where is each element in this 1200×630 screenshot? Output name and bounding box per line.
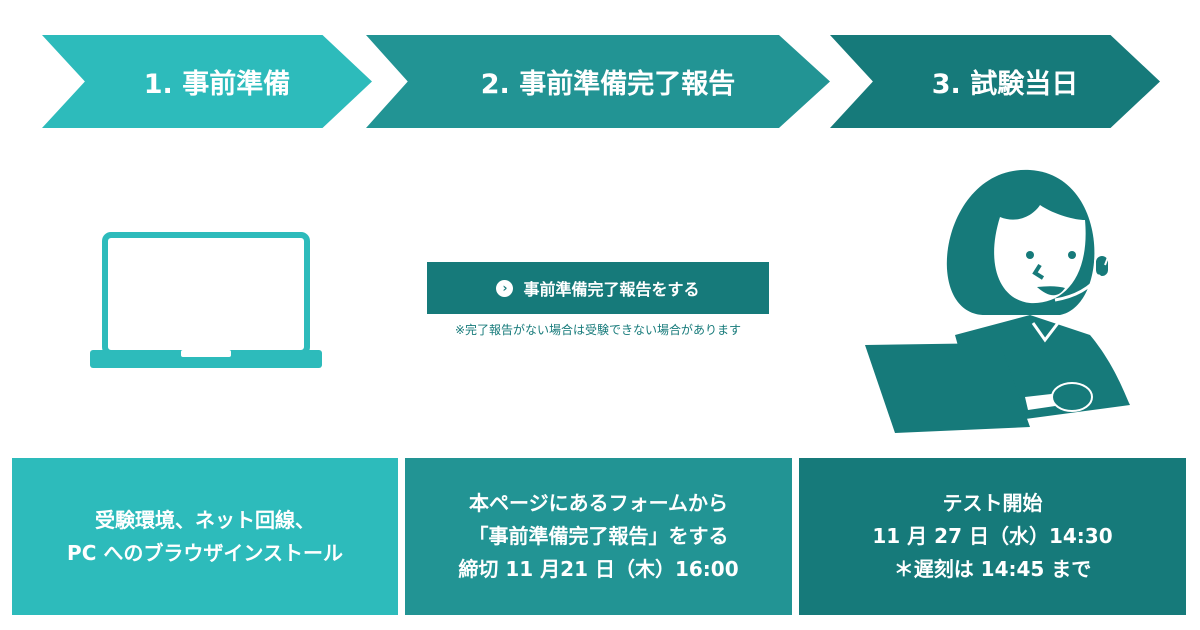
step-1-label: 1. 事前準備: [143, 69, 291, 100]
step-2-details: 本ページにあるフォームから 「事前準備完了報告」をする 締切 11 月21 日（…: [405, 458, 792, 615]
step-2-label: 2. 事前準備完了報告: [480, 69, 736, 100]
chevron-right-circle-icon: ›: [496, 279, 514, 297]
step-2-line: 「事前準備完了報告」をする: [468, 524, 729, 548]
report-button-label: 事前準備完了報告をする: [523, 280, 700, 299]
report-completion-button[interactable]: › 事前準備完了報告をする: [427, 262, 769, 314]
step-3-line: テスト開始: [942, 491, 1043, 515]
step-2-line: 本ページにあるフォームから: [469, 491, 728, 515]
step-1-details: 受験環境、ネット回線、 PC へのブラウザインストール: [12, 458, 398, 615]
step-3-datetime: 11 月 27 日（水）14:30: [872, 524, 1113, 548]
step-3-late-note: ＊遅刻は 14:45 まで: [893, 557, 1092, 581]
laptop-icon: [90, 232, 322, 368]
step-3-label: 3. 試験当日: [931, 69, 1079, 100]
operator-with-headset-illustration: [865, 169, 1130, 433]
step-1-line: 受験環境、ネット回線、: [95, 507, 315, 532]
report-note: ※完了報告がない場合は受験できない場合があります: [454, 323, 742, 337]
step-3-details: テスト開始 11 月 27 日（水）14:30 ＊遅刻は 14:45 まで: [799, 458, 1186, 615]
step-1-line: PC へのブラウザインストール: [67, 540, 343, 565]
step-2-deadline: 締切 11 月21 日（木）16:00: [458, 557, 739, 581]
step-3-arrow: 3. 試験当日: [830, 35, 1160, 128]
step-1-arrow: 1. 事前準備: [42, 35, 372, 128]
step-2-arrow: 2. 事前準備完了報告: [366, 35, 830, 128]
